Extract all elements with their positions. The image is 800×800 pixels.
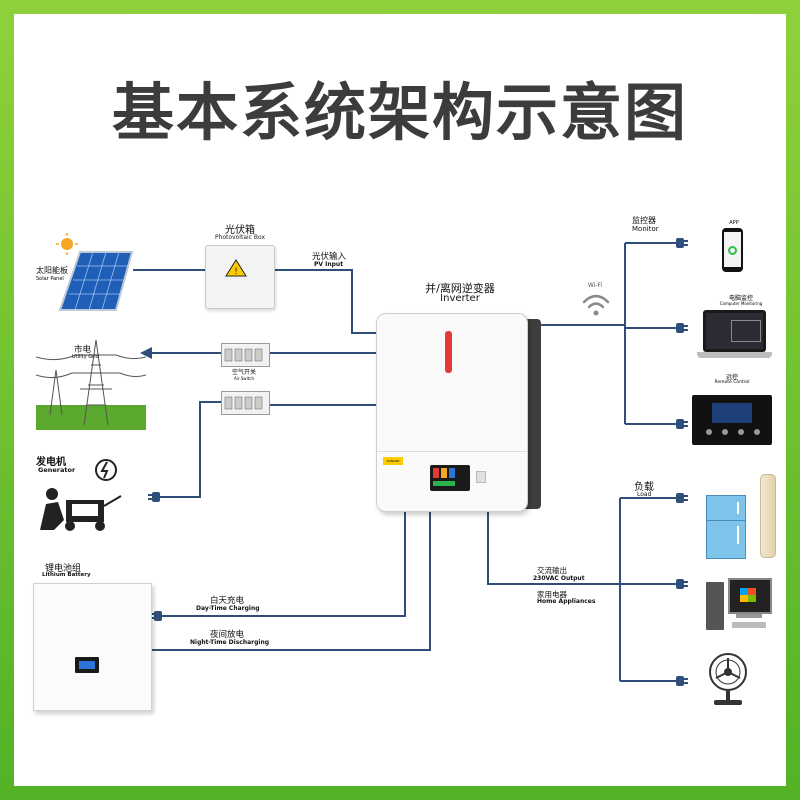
battery-display [75, 657, 99, 673]
utility-grid: 市电 Utility Grid [35, 335, 147, 430]
solar-panel: 太阳能板 Solar Panel [30, 232, 140, 322]
generator-icon [40, 459, 122, 531]
generator [36, 454, 131, 534]
day-charging-line [162, 512, 406, 617]
pv-box-cn: 光伏箱 [225, 225, 255, 236]
air-conditioner-icon [760, 474, 776, 558]
solar-panel-cn: 太阳能板 [36, 266, 68, 275]
computer-icon [706, 578, 772, 632]
air-switch-1 [221, 343, 270, 367]
home-en: Home Appliances [537, 598, 596, 605]
air-switch-label: 空气开关 [231, 369, 256, 376]
solar-panel-icon [56, 233, 134, 311]
night-discharging-cn: 夜间放电 [210, 630, 245, 640]
fan-icon [706, 650, 750, 708]
grid-en: Utility Grid [72, 354, 99, 360]
fan-icon-svg [709, 653, 747, 705]
breaker-icon [224, 348, 263, 362]
monitor-en: Monitor [632, 225, 659, 233]
ac-output-cn: 交流输出 [537, 566, 567, 575]
ac-output-en: 230VAC Output [533, 575, 585, 582]
home-cn: 家用电器 [537, 590, 567, 599]
pv-input-cn: 光伏输入 [312, 252, 347, 262]
app-label: APP [729, 220, 739, 226]
ac-output-line [487, 512, 620, 585]
load-en: Load [637, 491, 652, 498]
day-charging-cn: 白天充电 [210, 596, 245, 606]
night-discharging-line [144, 512, 431, 651]
inverter-led-bar [445, 331, 452, 373]
battery-cn: 锂电池组 [45, 564, 82, 574]
danger-label: DANGER [383, 457, 403, 465]
computer-en: Computer Monitoring [719, 301, 763, 306]
pv-box: ! [205, 245, 275, 309]
generator-en: Generator [38, 466, 76, 474]
solar-panel-en: Solar Panel [36, 276, 64, 282]
grid-cn: 市电 [74, 345, 92, 355]
pylon-icon [35, 339, 147, 430]
fridge-icon [706, 495, 746, 559]
inverter: DANGER [376, 313, 541, 512]
grid-arrow [140, 347, 152, 359]
air-switch-en: Air Switch [234, 376, 254, 381]
gen-switch-line [160, 401, 221, 498]
breaker-icon [224, 396, 263, 410]
svg-text:!: ! [234, 267, 238, 277]
inverter-cn: 并/离网逆变器 [425, 282, 495, 295]
wifi-label: Wi-Fi [587, 282, 603, 289]
remote-cn: 远控 [725, 374, 738, 381]
laptop-icon [697, 308, 772, 363]
lithium-battery [33, 583, 152, 711]
remote-en: Remote Control [714, 380, 750, 385]
pv-box-en: Photovoltaic Box [214, 234, 266, 241]
monitor-cn: 监控器 [632, 216, 656, 225]
warning-icon: ! [225, 259, 247, 277]
generator-cn: 发电机 [36, 457, 66, 468]
pv-input-en: PV Input [314, 261, 344, 268]
wifi-icon [582, 294, 610, 316]
load-cn: 负载 [634, 482, 654, 493]
air-switch-2 [221, 391, 270, 415]
inverter-button[interactable] [476, 471, 486, 483]
remote-control-icon [692, 395, 772, 445]
night-discharging-en: Night-Time Discharging [190, 639, 270, 646]
battery-en: Lithium Battery [42, 572, 91, 578]
computer-cn: 电脑监控 [728, 295, 753, 302]
day-charging-en: Day-Time Charging [196, 605, 260, 612]
page-title: 基本系统架构示意图 [111, 76, 688, 149]
inverter-en: Inverter [440, 293, 480, 304]
phone-icon [722, 228, 743, 272]
pv-input-line [273, 269, 376, 334]
inverter-display[interactable] [430, 465, 470, 491]
